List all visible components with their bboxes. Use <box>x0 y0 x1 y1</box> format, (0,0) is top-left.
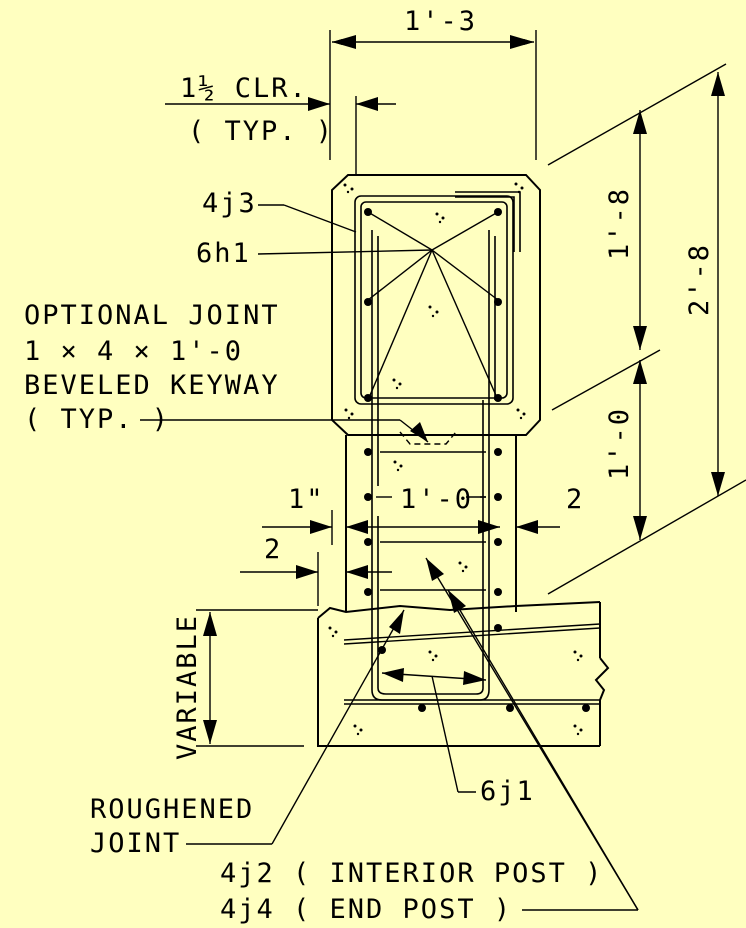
clear-cover-callout: 1½ CLR. ( TYP. ) <box>165 73 396 175</box>
dimension-variable: VARIABLE <box>172 609 318 760</box>
callout-6j1: 6j1 <box>381 668 535 807</box>
label-dim-2-left: 2 <box>264 534 282 565</box>
dimension-top-width: 1'-3 <box>329 6 537 160</box>
callout-optional-joint: OPTIONAL JOINT 1 × 4 × 1'-0 BEVELED KEYW… <box>24 300 429 443</box>
concrete-stipple <box>343 182 526 420</box>
barrier-cap <box>331 174 541 436</box>
dimension-right-heights: 1'-8 1'-0 2'-8 <box>547 63 746 595</box>
label-beveled-keyway: BEVELED KEYWAY <box>24 370 280 401</box>
deck-slab <box>317 601 610 747</box>
label-dim-2-right: 2 <box>566 484 584 515</box>
clr-typ-label: ( TYP. ) <box>188 116 334 147</box>
callout-6h1: 6h1 <box>196 238 433 269</box>
callout-4j3: 4j3 <box>202 188 357 233</box>
label-dim-1-8: 1'-8 <box>604 187 635 260</box>
label-variable: VARIABLE <box>172 614 203 760</box>
clr-label: 1½ CLR. <box>180 73 308 104</box>
label-4j4: 4j4 ( END POST ) <box>220 894 512 925</box>
label-dim-1-0-right: 1'-0 <box>604 407 635 480</box>
label-keyway-size: 1 × 4 × 1'-0 <box>24 336 243 367</box>
label-optional-joint: OPTIONAL JOINT <box>24 300 280 331</box>
callout-4j2-4j4: 4j2 ( INTERIOR POST ) 4j4 ( END POST ) <box>220 557 639 925</box>
dim-top-label: 1'-3 <box>404 6 477 37</box>
callout-roughened-joint: ROUGHENED JOINT <box>90 609 405 859</box>
label-roughened: ROUGHENED <box>90 794 254 825</box>
label-6j1: 6j1 <box>480 776 535 807</box>
label-4j2: 4j2 ( INTERIOR POST ) <box>220 858 603 889</box>
label-dim-2-8: 2'-8 <box>684 243 715 316</box>
label-joint: JOINT <box>90 828 181 859</box>
dimension-stem: 1" 1'-0 2 2 <box>240 484 584 606</box>
label-4j3: 4j3 <box>202 188 257 219</box>
barrier-stem <box>345 400 517 701</box>
label-6h1: 6h1 <box>196 238 251 269</box>
label-dim-1in: 1" <box>288 484 325 515</box>
label-dim-1-0-mid: 1'-0 <box>400 484 473 515</box>
